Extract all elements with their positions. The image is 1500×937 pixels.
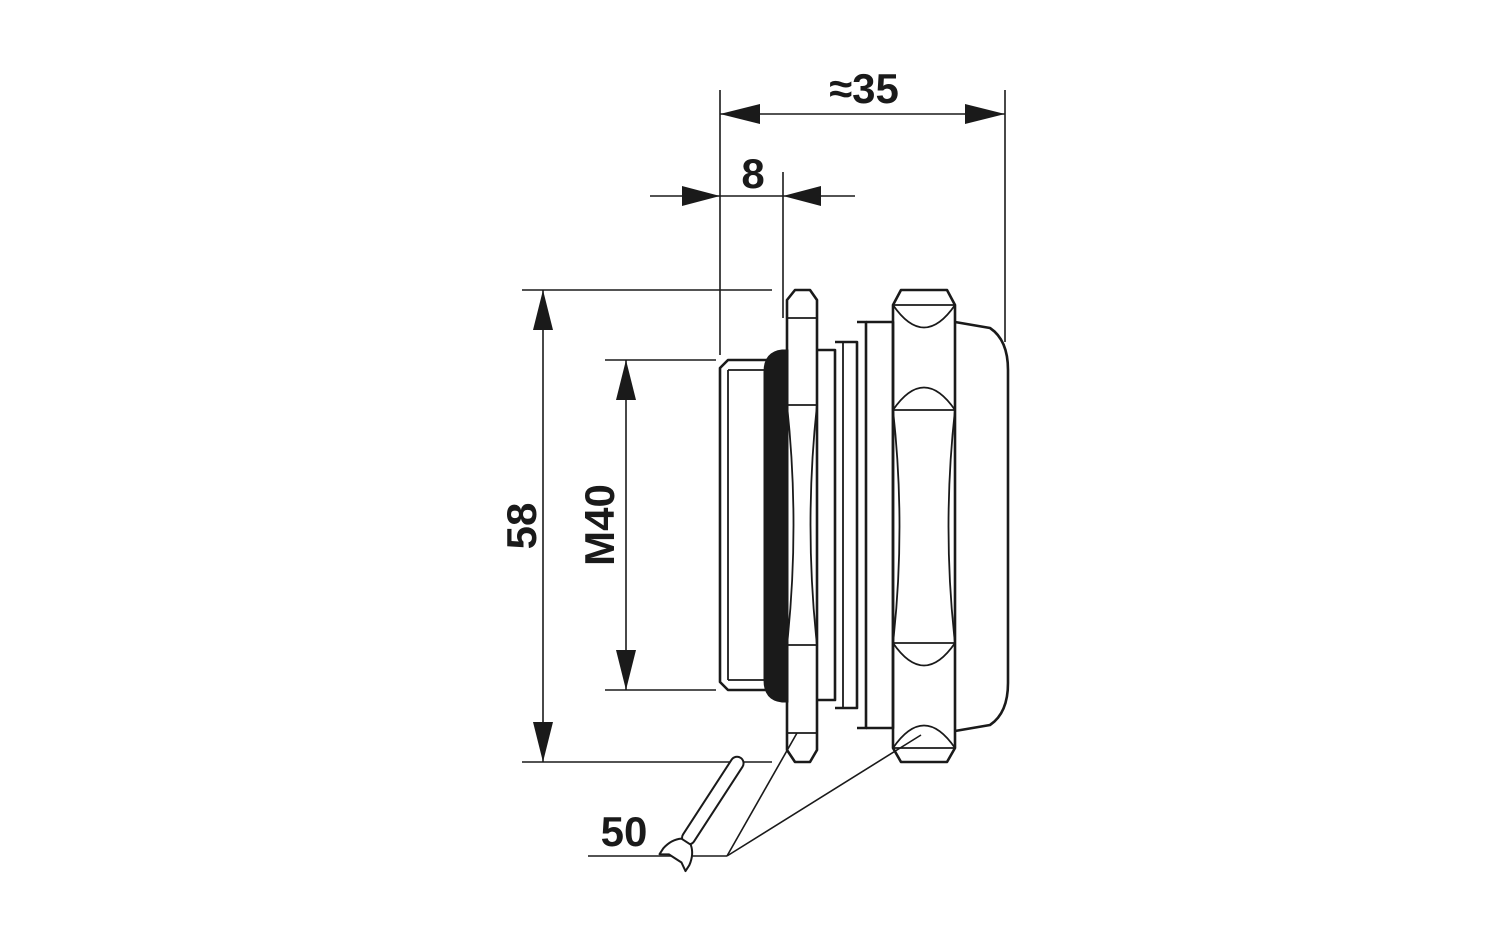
arrow-head-bottom — [616, 650, 636, 690]
leader-line-hex — [726, 734, 922, 857]
hex-dome-nut — [891, 288, 957, 764]
o-ring-seal — [763, 349, 789, 703]
thread-size-label: M40 — [576, 484, 623, 566]
arrow-head-top — [533, 290, 553, 330]
overall-length-label: ≈35 — [829, 65, 899, 112]
arrow-head-right — [783, 186, 821, 206]
dimension-thread-size: M40 — [576, 359, 716, 691]
dome-cap — [954, 320, 1010, 733]
wrench-icon — [658, 755, 745, 873]
dimension-overall-length: ≈35 — [719, 65, 1006, 355]
threaded-stub — [718, 358, 772, 692]
leader-line-flange — [726, 732, 798, 857]
arrow-head-top — [616, 360, 636, 400]
wrench-size-label: 50 — [601, 808, 648, 855]
arrow-head-left — [682, 186, 720, 206]
dimension-flange-diameter: 58 — [498, 289, 772, 763]
dimension-thread-length: 8 — [650, 150, 855, 318]
arrow-head-right — [965, 104, 1005, 124]
thread-length-label: 8 — [741, 150, 764, 197]
flange-nut — [785, 288, 819, 764]
flange-diameter-label: 58 — [498, 503, 545, 550]
arrow-head-left — [720, 104, 760, 124]
gland-body — [817, 320, 895, 730]
wrench-size-callout: 50 — [588, 732, 922, 873]
arrow-head-bottom — [533, 722, 553, 762]
